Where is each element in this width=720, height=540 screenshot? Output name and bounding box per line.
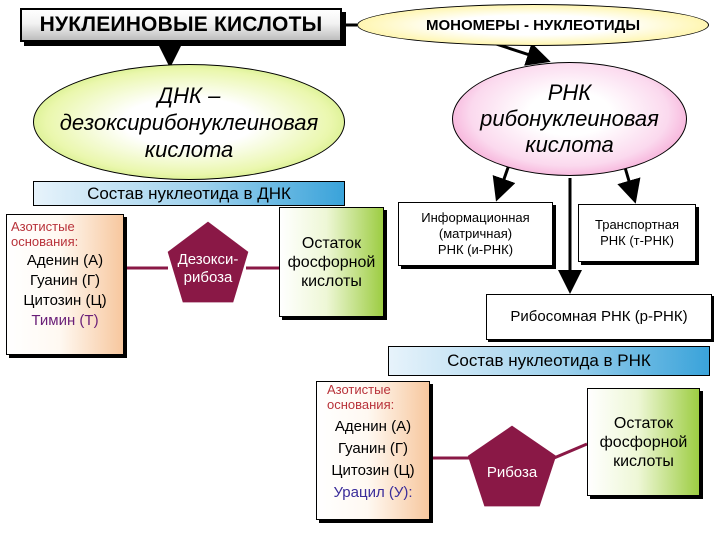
dna-bases-header-1: Азотистые [11, 219, 75, 234]
trna-box: Транспортная РНК (т-РНК) [578, 204, 696, 262]
rna-base-guanine: Гуанин (Г) [337, 440, 409, 457]
dna-title-line2: дезоксирибонуклеиновая [59, 109, 319, 135]
rrna-box: Рибосомная РНК (р-РНК) [486, 294, 712, 340]
deoxyribose-pentagon: Дезокси- рибоза [166, 220, 250, 304]
dna-base-thymine: Тимин (Т) [31, 312, 99, 329]
ribose-label: Рибоза [486, 464, 538, 481]
dna-title-line3: кислота [144, 136, 234, 162]
rna-bases-box: Азотистые основания: Аденин (А) Гуанин (… [316, 381, 430, 520]
mrna-line3: РНК (и-РНК) [437, 242, 514, 257]
trna-line1: Транспортная [595, 217, 679, 232]
rna-title-line1: РНК [547, 80, 592, 105]
dna-phosphate-box: Остаток фосфорной кислоты [279, 207, 384, 317]
mrna-box: Информационная (матричная) РНК (и-РНК) [398, 202, 553, 266]
dna-title-line1: ДНК – [157, 82, 221, 108]
rna-bases-header-2: основания: [327, 397, 395, 412]
rna-composition-title: Состав нуклеотида в РНК [388, 346, 710, 376]
dna-base-adenine: Аденин (А) [26, 252, 104, 269]
pentagon-shape [167, 221, 249, 303]
dna-base-guanine: Гуанин (Г) [29, 272, 101, 289]
dna-phosphate-line1: Остаток [301, 234, 362, 252]
dna-bases-box: Азотистые основания: Аденин (А) Гуанин (… [6, 214, 124, 355]
deoxyribose-label-1: Дезокси- [177, 251, 239, 268]
trna-line2: РНК (т-РНК) [600, 233, 674, 248]
monomers-ellipse: МОНОМЕРЫ - НУКЛЕОТИДЫ [357, 4, 709, 46]
rna-phosphate-line1: Остаток [613, 414, 674, 432]
mrna-line2: (матричная) [438, 226, 513, 241]
mrna-line1: Информационная [421, 210, 530, 225]
dna-bases-header-2: основания: [11, 234, 79, 249]
rna-title-line2: рибонуклеиновая [480, 106, 659, 131]
page-title: НУКЛЕИНОВЫЕ КИСЛОТЫ [20, 8, 342, 42]
deoxyribose-label-2: рибоза [183, 269, 233, 286]
dna-composition-title: Состав нуклеотида в ДНК [33, 181, 345, 206]
link-rna-sugar-phosphate [553, 442, 588, 460]
dna-phosphate-line2: фосфорной [287, 253, 376, 271]
rna-base-adenine: Аденин (А) [334, 418, 412, 435]
rna-bases-header-1: Азотистые [327, 382, 391, 397]
pentagon-shape [467, 425, 557, 507]
rna-phosphate-box: Остаток фосфорной кислоты [587, 388, 700, 496]
rna-ellipse: РНК рибонуклеиновая кислота [452, 62, 687, 176]
ribose-pentagon: Рибоза [466, 424, 558, 508]
dna-phosphate-line3: кислоты [301, 272, 362, 290]
dna-base-cytosine: Цитозин (Ц) [23, 292, 107, 309]
rna-phosphate-line2: фосфорной [599, 433, 688, 451]
rna-title-line3: кислота [525, 132, 614, 157]
rna-base-cytosine: Цитозин (Ц) [331, 462, 415, 479]
dna-ellipse: ДНК – дезоксирибонуклеиновая кислота [33, 64, 345, 180]
rna-base-uracil: Урацил (У): [333, 484, 413, 501]
rna-phosphate-line3: кислоты [613, 452, 674, 470]
